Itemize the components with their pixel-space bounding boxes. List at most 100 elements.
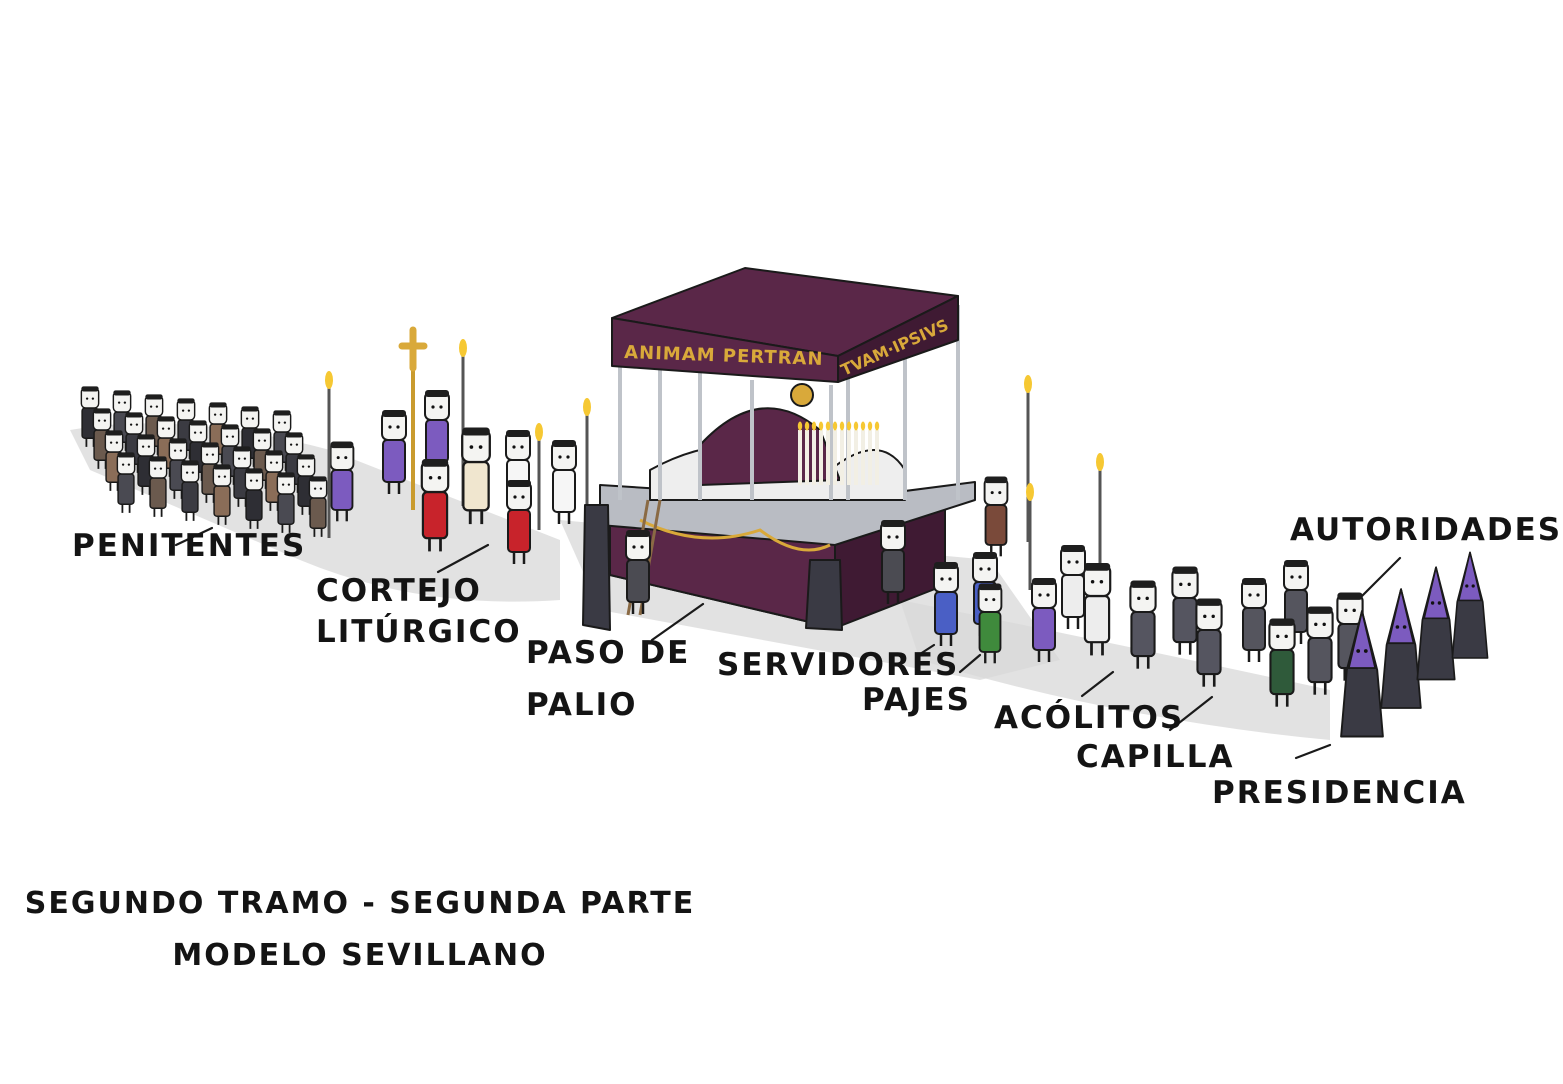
eye	[193, 431, 197, 434]
label-leaders	[174, 526, 1402, 760]
candle-flame	[1026, 483, 1034, 501]
eye	[344, 456, 348, 460]
liturgical-figure	[420, 459, 450, 552]
label-capilla: CAPILLA	[1076, 739, 1235, 775]
eye	[1314, 622, 1318, 627]
eye	[478, 445, 483, 449]
eye	[469, 445, 474, 449]
eye	[1211, 614, 1215, 619]
cap	[978, 583, 1002, 591]
eye	[632, 545, 636, 549]
leader-servidores	[915, 643, 936, 658]
candelería-flame	[839, 421, 845, 431]
eye	[1322, 622, 1326, 627]
eye	[245, 417, 249, 420]
cap	[265, 450, 283, 456]
label-autoridades: AUTORIDADES	[1290, 512, 1563, 548]
robe	[1083, 594, 1111, 644]
eye	[987, 567, 991, 571]
cap	[881, 520, 905, 527]
robe	[984, 504, 1008, 546]
acolito-candle	[1026, 483, 1034, 590]
capataz-figure	[880, 520, 906, 604]
leader-cortejo	[436, 543, 490, 574]
eye	[187, 409, 191, 412]
robe	[1172, 596, 1198, 644]
penitente-figure	[180, 460, 200, 521]
eye	[103, 419, 107, 422]
label-cortejo-line1: CORTEJO	[316, 573, 482, 609]
eye	[512, 445, 516, 449]
eye	[1363, 649, 1368, 653]
cap	[277, 472, 295, 478]
cap	[157, 416, 175, 422]
candle-flame	[535, 423, 543, 441]
candelería-flame	[797, 421, 803, 431]
eye	[155, 405, 159, 408]
eye	[1290, 575, 1294, 579]
eye	[167, 427, 171, 430]
eye	[431, 405, 435, 409]
cap	[145, 394, 163, 400]
eye	[1344, 608, 1348, 613]
autoridad-figure	[1268, 618, 1296, 707]
eye	[1145, 596, 1149, 601]
cap	[181, 460, 199, 466]
eye	[1067, 560, 1071, 564]
liturgical-figure	[461, 427, 491, 525]
cap	[934, 562, 958, 569]
eye	[219, 413, 223, 416]
robe	[1130, 610, 1156, 658]
eye	[243, 457, 247, 460]
candle-flame	[325, 371, 333, 389]
eye	[984, 598, 988, 602]
candle-flame	[1024, 375, 1032, 393]
cap	[169, 438, 187, 444]
eye	[520, 445, 524, 449]
cap	[1337, 592, 1363, 600]
caption-line1: SEGUNDO TRAMO - SEGUNDA PARTE	[24, 886, 696, 921]
eye	[558, 455, 562, 459]
robe	[507, 509, 531, 553]
eye	[275, 461, 279, 464]
eye	[990, 491, 994, 495]
candelería-flame	[825, 421, 831, 431]
cap	[113, 390, 131, 396]
cap	[1032, 578, 1056, 585]
cap	[330, 441, 354, 449]
capirote	[1423, 566, 1449, 620]
leader-acolitos	[1080, 670, 1115, 698]
cap	[425, 390, 449, 397]
eye	[1395, 625, 1400, 629]
cap	[245, 468, 263, 474]
cap	[421, 459, 449, 467]
capilla-figure	[1129, 580, 1157, 669]
eye	[191, 471, 195, 474]
penitente-figure	[308, 476, 328, 537]
robe	[421, 490, 449, 540]
penitente-figure	[244, 468, 264, 529]
robe	[277, 493, 295, 525]
robe	[1380, 588, 1422, 709]
costalero-cloth	[582, 504, 611, 631]
penitente-figure	[116, 452, 136, 513]
eye	[251, 417, 255, 420]
liturgical-figure	[551, 440, 577, 524]
cap	[93, 408, 111, 414]
eye	[1203, 614, 1207, 619]
eye	[439, 405, 443, 409]
eye	[295, 443, 299, 446]
capirote	[1387, 588, 1415, 645]
capirote	[1457, 551, 1483, 602]
label-paso-line1: PASO DE	[526, 635, 691, 671]
eye	[521, 495, 525, 499]
cap	[1307, 606, 1333, 614]
eye	[85, 397, 89, 400]
eye	[1038, 593, 1042, 597]
cap	[626, 530, 650, 537]
acolito-figure	[1060, 545, 1086, 629]
paso-gold-ornament	[639, 518, 831, 552]
eye	[998, 491, 1002, 495]
cap	[1284, 560, 1308, 567]
eye	[307, 465, 311, 468]
